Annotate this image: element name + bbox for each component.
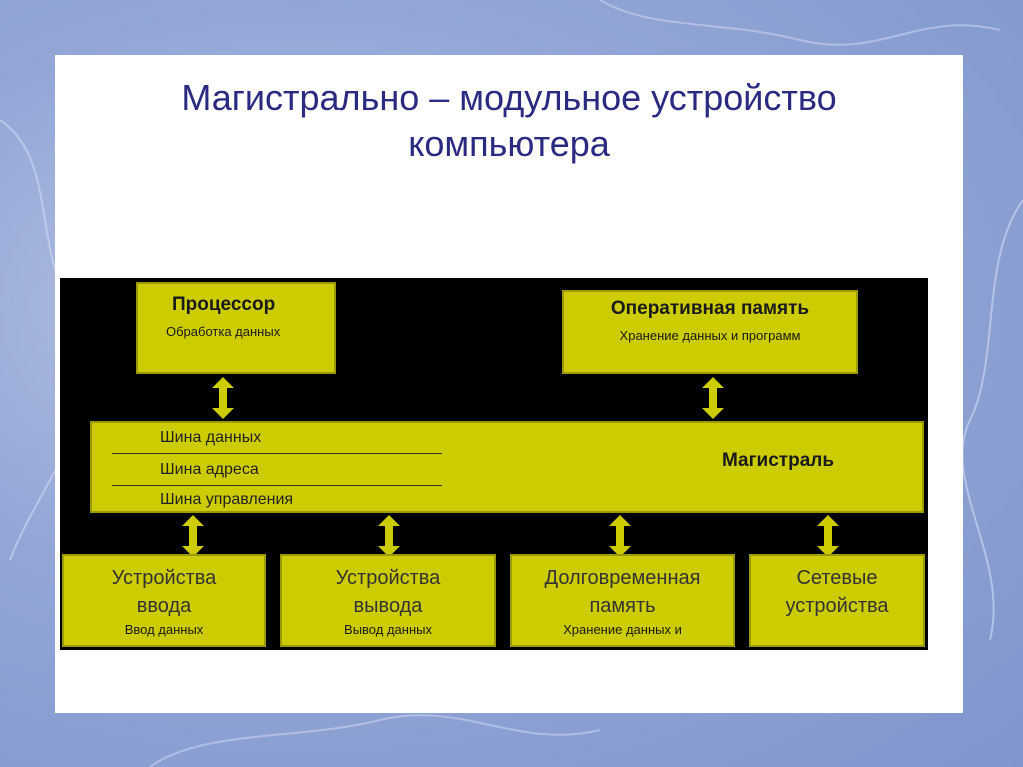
bus-divider: [112, 485, 442, 486]
processor-subtitle: Обработка данных: [166, 324, 281, 339]
input-devices-line1: Устройства: [111, 567, 217, 589]
input-devices-line2: ввода: [136, 595, 192, 617]
storage-line2: память: [589, 595, 656, 617]
network-devices-line1: Сетевые: [796, 567, 878, 589]
bus-line-data: Шина данных: [160, 429, 262, 446]
slide-title-line2: компьютера: [408, 123, 610, 164]
storage-subtitle: Хранение данных и: [563, 622, 682, 637]
storage-line1: Долговременная: [544, 567, 701, 589]
double-arrow-icon: [817, 515, 839, 557]
network-devices-box: Сетевые устройства: [749, 554, 925, 647]
ram-title: Оперативная память: [610, 298, 810, 319]
bus-line-control: Шина управления: [160, 491, 294, 508]
slide-title-line1: Магистрально – модульное устройство: [181, 77, 837, 118]
double-arrow-icon: [609, 515, 631, 557]
network-devices-line2: устройства: [785, 595, 889, 617]
storage-box: Долговременная память Хранение данных и: [510, 554, 735, 647]
bus-title: Магистраль: [722, 450, 835, 471]
processor-box: Процессор Обработка данных: [136, 282, 336, 374]
output-devices-box: Устройства вывода Вывод данных: [280, 554, 496, 647]
slide: Магистрально – модульное устройство комп…: [55, 55, 963, 713]
processor-title: Процессор: [172, 294, 276, 315]
ram-box: Оперативная память Хранение данных и про…: [562, 290, 858, 374]
output-devices-line1: Устройства: [335, 567, 441, 589]
input-devices-subtitle: Ввод данных: [124, 622, 204, 637]
bus-divider: [112, 453, 442, 454]
architecture-diagram: Процессор Обработка данных Оперативная п…: [60, 278, 928, 650]
double-arrow-icon: [182, 515, 204, 557]
system-bus: Шина данных Шина адреса Шина управления …: [90, 421, 924, 513]
input-devices-box: Устройства ввода Ввод данных: [62, 554, 266, 647]
slide-title: Магистрально – модульное устройство комп…: [55, 75, 963, 167]
double-arrow-icon: [702, 377, 724, 419]
double-arrow-icon: [378, 515, 400, 557]
double-arrow-icon: [212, 377, 234, 419]
output-devices-line2: вывода: [353, 595, 423, 617]
output-devices-subtitle: Вывод данных: [344, 622, 432, 637]
bus-line-address: Шина адреса: [160, 461, 259, 478]
ram-subtitle: Хранение данных и программ: [619, 328, 801, 343]
